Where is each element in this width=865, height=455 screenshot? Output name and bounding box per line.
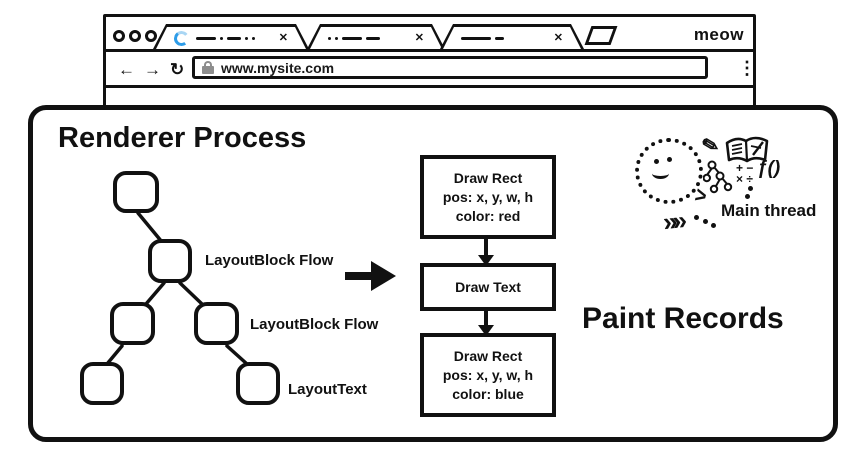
address-bar[interactable]: www.mysite.com [192, 56, 708, 79]
traffic-lights [113, 30, 157, 42]
lock-icon [202, 61, 214, 74]
layout-tree-node [194, 302, 239, 345]
smiley-eye-icon [667, 157, 672, 162]
trail-dot [711, 223, 716, 228]
paint-records-title: Paint Records [582, 302, 784, 335]
toolbar-divider [106, 85, 753, 88]
main-thread-label: Main thread [721, 201, 817, 220]
tabstrip-baseline [106, 49, 753, 52]
down-arrow-icon [484, 239, 488, 256]
overflow-menu-icon[interactable]: ⋮ [738, 58, 756, 78]
dom-tree-icon [703, 160, 733, 194]
paint-record-text: Draw Rect [453, 347, 523, 364]
tab-2[interactable]: ✕ [307, 24, 445, 49]
layout-tree-node [110, 302, 155, 345]
paint-record-text: color: red [455, 207, 521, 224]
book-icon [725, 136, 769, 163]
paint-record-text: Draw Rect [453, 169, 523, 186]
tree-node-label: LayoutText [288, 381, 367, 398]
reload-icon[interactable]: ↻ [170, 60, 185, 79]
layout-tree-edges [105, 211, 249, 366]
renderer-process-title: Renderer Process [58, 122, 307, 154]
trail-dot [745, 194, 750, 199]
down-arrow-icon [478, 255, 494, 266]
trail-dot [703, 219, 708, 224]
close-icon[interactable]: ✕ [414, 31, 424, 44]
window-button-icon[interactable] [145, 30, 157, 42]
window-button-icon[interactable] [113, 30, 125, 42]
url-text: www.mysite.com [221, 59, 335, 76]
arrow-icon [345, 272, 373, 280]
trail-dot [694, 215, 699, 220]
layout-tree-node-root [113, 171, 159, 213]
smiley-mouth-icon [652, 168, 669, 179]
close-icon[interactable]: ✕ [553, 31, 563, 44]
tree-node-label: LayoutBlock Flow [205, 252, 334, 269]
chevrons-right-icon: »» [661, 205, 684, 237]
back-icon[interactable]: ← [118, 60, 135, 79]
tab-title-placeholder [196, 37, 279, 40]
layout-tree-node [80, 362, 124, 405]
paint-record-box-3: Draw Rect pos: x, y, w, h color: blue [420, 333, 556, 417]
arrow-icon [371, 261, 396, 291]
trail-dot [748, 186, 753, 191]
down-arrow-icon [484, 311, 488, 326]
function-icon: ƒ() [757, 158, 781, 179]
tree-node-label: LayoutBlock Flow [250, 316, 379, 333]
paint-record-text: Draw Text [455, 278, 521, 295]
browser-window: ✕ ✕ ✕ meow ← → ↻ www.mysite.com ⋮ [103, 14, 756, 110]
layout-tree-node [148, 239, 192, 283]
math-symbols-icon: + − × ÷ [736, 161, 754, 186]
window-button-icon[interactable] [129, 30, 141, 42]
down-arrow-icon [478, 325, 494, 336]
browser-brand: meow [693, 25, 744, 44]
paint-record-box-1: Draw Rect pos: x, y, w, h color: red [420, 155, 556, 239]
tab-1[interactable]: ✕ [153, 24, 309, 49]
paint-record-text: color: blue [452, 385, 524, 402]
close-icon[interactable]: ✕ [278, 31, 288, 44]
pencil-icon: ✎ [699, 133, 722, 159]
paint-record-text: pos: x, y, w, h [442, 188, 534, 205]
smiley-eye-icon [654, 159, 659, 164]
tab-title-placeholder [461, 37, 554, 40]
layout-tree-node [236, 362, 280, 405]
tab-title-placeholder [328, 37, 415, 40]
paint-record-text: pos: x, y, w, h [442, 366, 534, 383]
paint-record-box-2: Draw Text [420, 263, 556, 311]
tab-3[interactable]: ✕ [440, 24, 584, 49]
thought-bubble-icon [635, 138, 703, 204]
forward-icon[interactable]: → [144, 60, 161, 79]
